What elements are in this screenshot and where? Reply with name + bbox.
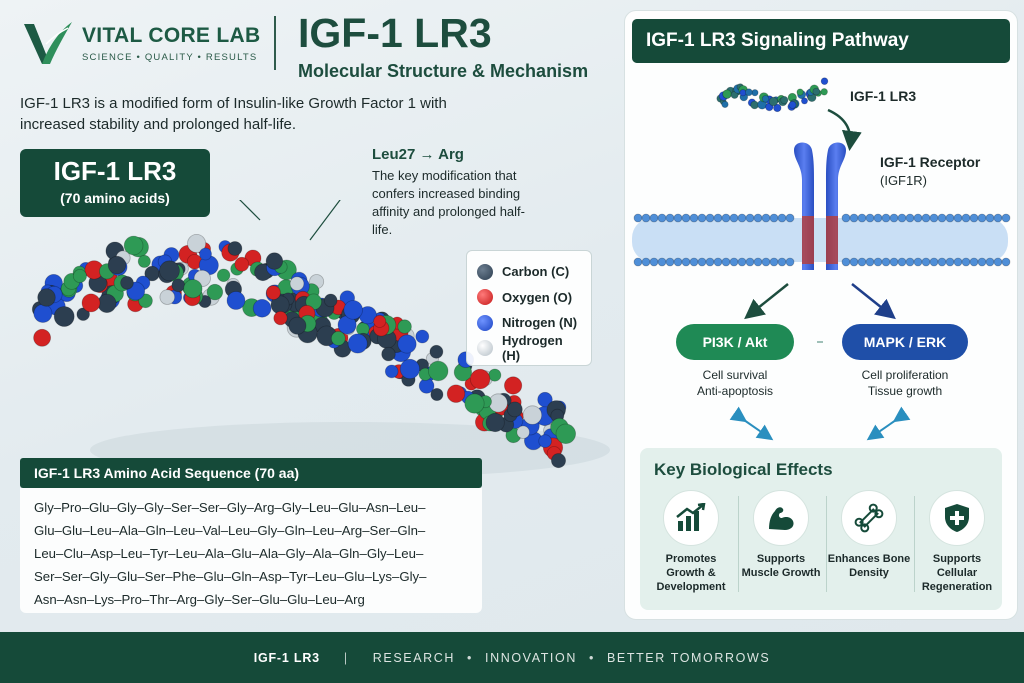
modification-title: Leu27 → Arg: [372, 146, 464, 163]
badge-title: IGF-1 LR3: [53, 156, 177, 186]
oxygen-dot-icon: [477, 289, 493, 306]
receptor-icon: [794, 142, 846, 270]
mapk-effect: Cell proliferation: [861, 368, 949, 382]
modification-callout: Leu27 → Arg The key modification that co…: [372, 146, 532, 239]
legend-item: Oxygen (O): [477, 285, 581, 311]
cell-membrane: [632, 213, 1011, 267]
shield-plus-icon: [929, 490, 985, 546]
pi3k-effect: Cell survival: [702, 368, 768, 382]
intro-text: IGF-1 LR3 is a modified form of Insulin-…: [20, 95, 447, 133]
legend-label: Carbon (C): [502, 264, 570, 280]
mapk-effect: Tissue growth: [867, 384, 943, 398]
receptor-abbr: (IGF1R): [880, 173, 927, 188]
footer-separator: |: [343, 650, 349, 665]
header-divider: [274, 16, 276, 70]
footer-dot: •: [467, 650, 474, 665]
mapk-effects: Cell proliferation Tissue growth: [830, 367, 980, 399]
carbon-dot-icon: [477, 263, 493, 280]
footer-word: RESEARCH: [372, 650, 456, 665]
effect-divider: [826, 496, 827, 592]
sequence-line: Glu–Glu–Leu–Ala–Gln–Leu–Val–Leu–Gly–Gln–…: [34, 523, 426, 538]
pi3k-effect: Anti-apoptosis: [696, 384, 774, 398]
sequence-box: Gly–Pro–Glu–Gly–Gly–Ser–Ser–Gly–Arg–Gly–…: [20, 488, 482, 613]
pathway-diagram: [632, 77, 1011, 441]
legend-item: Carbon (C): [477, 259, 581, 285]
sequence-line: Gly–Pro–Glu–Gly–Gly–Ser–Ser–Gly–Arg–Gly–…: [34, 500, 426, 515]
binding-arrow: [827, 108, 862, 151]
pathway-title: IGF-1 LR3 Signaling Pathway: [632, 19, 1010, 63]
legend-label: Nitrogen (N): [502, 315, 578, 331]
page-title: IGF-1 LR3: [298, 10, 492, 56]
effect-item: Enhances Bone Density: [826, 490, 912, 580]
sequence-title: IGF-1 LR3 Amino Acid Sequence (70 aa): [20, 458, 482, 488]
effects-title: Key Biological Effects: [654, 460, 833, 479]
footer: IGF-1 LR3 | RESEARCH • INNOVATION • BETT…: [0, 632, 1024, 683]
ligand-molecule-icon: [716, 77, 829, 113]
footer-dot: •: [588, 650, 595, 665]
effect-label: Enhances Bone Density: [827, 553, 911, 579]
sequence-line: Asn–Asn–Lys–Pro–Thr–Arg–Gly–Ser–Glu–Glu–…: [34, 592, 365, 607]
legend-label: Hydrogen (H): [502, 333, 563, 364]
effect-divider: [914, 496, 915, 592]
bone-icon: [841, 490, 897, 546]
brand-tagline: SCIENCE • QUALITY • RESULTS: [82, 51, 258, 63]
atom-legend: Carbon (C) Oxygen (O) Nitrogen (N) Hydro…: [466, 250, 592, 366]
effect-item: Supports Cellular Regeneration: [914, 490, 1000, 594]
sequence-line: Ser–Ser–Gly–Glu–Ser–Phe–Glu–Gln–Asp–Tyr–…: [34, 569, 427, 584]
badge-subtitle: (70 amino acids): [60, 190, 170, 206]
footer-word: BETTER TOMORROWS: [606, 650, 771, 665]
effect-divider: [738, 496, 739, 592]
effect-label: Supports Cellular Regeneration: [921, 553, 993, 593]
pi3k-effects: Cell survival Anti-apoptosis: [660, 367, 810, 399]
muscle-icon: [753, 490, 809, 546]
page-subtitle: Molecular Structure & Mechanism: [298, 61, 589, 81]
legend-item: Nitrogen (N): [477, 310, 581, 336]
receptor-label: IGF-1 Receptor: [880, 154, 981, 170]
footer-product: IGF-1 LR3: [253, 650, 320, 665]
nitrogen-dot-icon: [477, 314, 493, 331]
footer-word: INNOVATION: [485, 650, 577, 665]
modification-description: The key modification that confers increa…: [372, 168, 525, 237]
legend-item: Hydrogen (H): [477, 333, 581, 364]
effect-item: Supports Muscle Growth: [738, 490, 824, 580]
molecule-badge: IGF-1 LR3 (70 amino acids): [20, 149, 210, 217]
effect-item: Promotes Growth & Development: [648, 490, 734, 594]
brand-name: VITAL CORE LAB: [82, 23, 261, 47]
ligand-label: IGF-1 LR3: [850, 88, 917, 104]
growth-chart-icon: [663, 490, 719, 546]
pi3k-akt-pill: PI3K / Akt: [676, 324, 794, 360]
mapk-erk-pill: MAPK / ERK: [842, 324, 968, 360]
effect-label: Promotes Growth & Development: [656, 553, 726, 593]
hydrogen-dot-icon: [477, 340, 493, 357]
sequence-line: Leu–Clu–Asp–Leu–Tyr–Leu–Ala–Glu–Ala–Gly–…: [34, 546, 424, 561]
legend-label: Oxygen (O): [502, 289, 573, 305]
brand: VITAL CORE LAB SCIENCE • QUALITY • RESUL…: [22, 18, 260, 68]
effect-label: Supports Muscle Growth: [741, 553, 821, 579]
brand-logo-icon: [24, 22, 72, 64]
